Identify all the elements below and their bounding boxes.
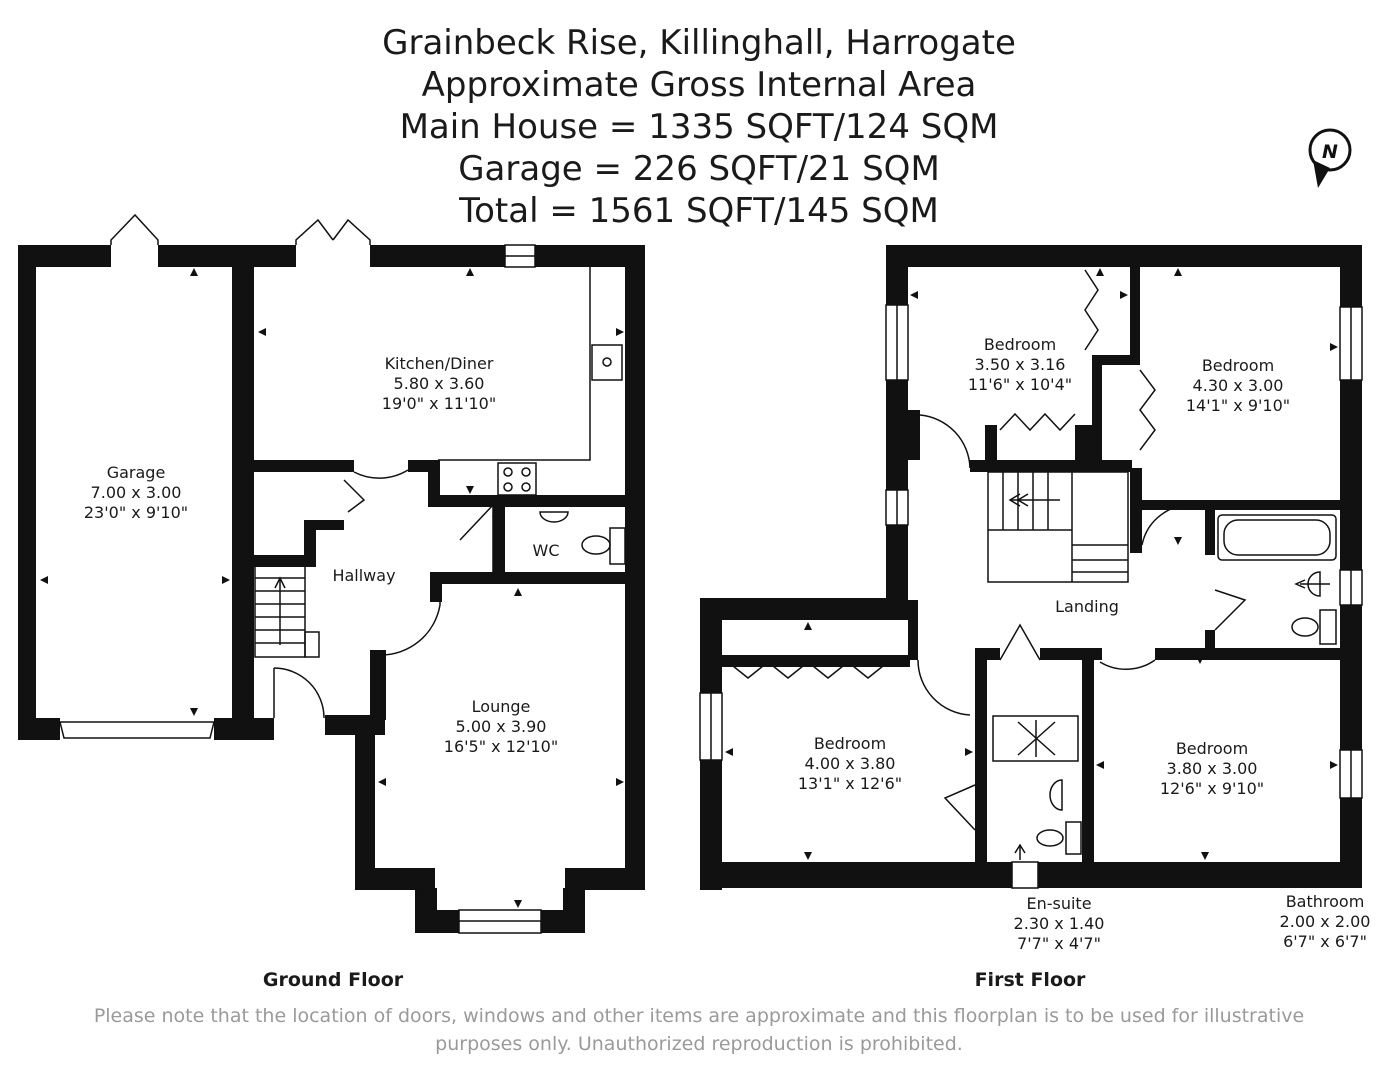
- room-garage: Garage 7.00 x 3.00 23'0" x 9'10": [84, 463, 188, 522]
- room-metric: 7.00 x 3.00: [91, 483, 182, 502]
- compass-letter: N: [1322, 141, 1338, 163]
- property-address: Grainbeck Rise, Killinghall, Harrogate: [382, 23, 1016, 63]
- room-metric: 4.00 x 3.80: [805, 754, 896, 773]
- room-metric: 3.80 x 3.00: [1167, 759, 1258, 778]
- north-compass-icon: N: [1308, 128, 1352, 188]
- room-lounge: Lounge 5.00 x 3.90 16'5" x 12'10": [444, 697, 558, 756]
- first-floor-details: [699, 269, 1363, 889]
- room-name: Bedroom: [1176, 739, 1248, 758]
- room-metric: 5.80 x 3.60: [394, 374, 485, 393]
- ground-floor-details: [59, 213, 626, 934]
- garage-area: Garage = 226 SQFT/21 SQM: [458, 149, 940, 189]
- room-bedroom-b: Bedroom 4.30 x 3.00 14'1" x 9'10": [1186, 356, 1290, 415]
- room-hallway: Hallway: [332, 566, 395, 585]
- room-name: Garage: [107, 463, 166, 482]
- room-name: Bedroom: [984, 335, 1056, 354]
- room-name: Bathroom: [1286, 892, 1365, 911]
- first-floor-walls: [700, 245, 1362, 890]
- ground-floor-label: Ground Floor: [263, 969, 404, 991]
- room-imperial: 14'1" x 9'10": [1186, 396, 1290, 415]
- room-imperial: 23'0" x 9'10": [84, 503, 188, 522]
- first-floor-label: First Floor: [975, 969, 1086, 991]
- room-metric: 2.00 x 2.00: [1280, 912, 1371, 931]
- room-imperial: 6'7" x 6'7": [1283, 932, 1367, 951]
- room-name: Lounge: [472, 697, 531, 716]
- room-ensuite: En-suite 2.30 x 1.40 7'7" x 4'7": [1014, 894, 1105, 953]
- room-imperial: 11'6" x 10'4": [968, 375, 1072, 394]
- room-bedroom-d: Bedroom 3.80 x 3.00 12'6" x 9'10": [1160, 739, 1264, 798]
- disclaimer-line-2: purposes only. Unauthorized reproduction…: [435, 1033, 963, 1055]
- total-area: Total = 1561 SQFT/145 SQM: [459, 191, 939, 231]
- room-name: Bedroom: [1202, 356, 1274, 375]
- room-imperial: 13'1" x 12'6": [798, 774, 902, 793]
- room-bedroom-c: Bedroom 4.00 x 3.80 13'1" x 12'6": [798, 734, 902, 793]
- room-name: Kitchen/Diner: [385, 354, 494, 373]
- main-house-area: Main House = 1335 SQFT/124 SQM: [399, 107, 999, 147]
- room-imperial: 16'5" x 12'10": [444, 737, 558, 756]
- room-imperial: 12'6" x 9'10": [1160, 779, 1264, 798]
- room-metric: 4.30 x 3.00: [1193, 376, 1284, 395]
- room-bedroom-a: Bedroom 3.50 x 3.16 11'6" x 10'4": [968, 335, 1072, 394]
- room-landing: Landing: [1055, 597, 1119, 616]
- title-block: Grainbeck Rise, Killinghall, Harrogate A…: [0, 22, 1398, 232]
- room-metric: 2.30 x 1.40: [1014, 914, 1105, 933]
- first-floor-markers: [725, 268, 1338, 860]
- room-imperial: 7'7" x 4'7": [1017, 934, 1101, 953]
- area-heading: Approximate Gross Internal Area: [421, 65, 977, 105]
- disclaimer-line-1: Please note that the location of doors, …: [93, 1005, 1305, 1027]
- ground-floor-markers: [40, 268, 624, 908]
- floorplan-drawing: N: [18, 128, 1371, 991]
- room-bathroom: Bathroom 2.00 x 2.00 6'7" x 6'7": [1280, 892, 1371, 951]
- room-imperial: 19'0" x 11'10": [382, 394, 496, 413]
- room-wc: WC: [533, 541, 560, 560]
- room-name: Bedroom: [814, 734, 886, 753]
- room-metric: 5.00 x 3.90: [456, 717, 547, 736]
- ground-floor-walls: [18, 245, 645, 933]
- room-metric: 3.50 x 3.16: [975, 355, 1066, 374]
- disclaimer: Please note that the location of doors, …: [40, 1002, 1358, 1058]
- room-kitchen-diner: Kitchen/Diner 5.80 x 3.60 19'0" x 11'10": [382, 354, 496, 413]
- room-name: En-suite: [1026, 894, 1091, 913]
